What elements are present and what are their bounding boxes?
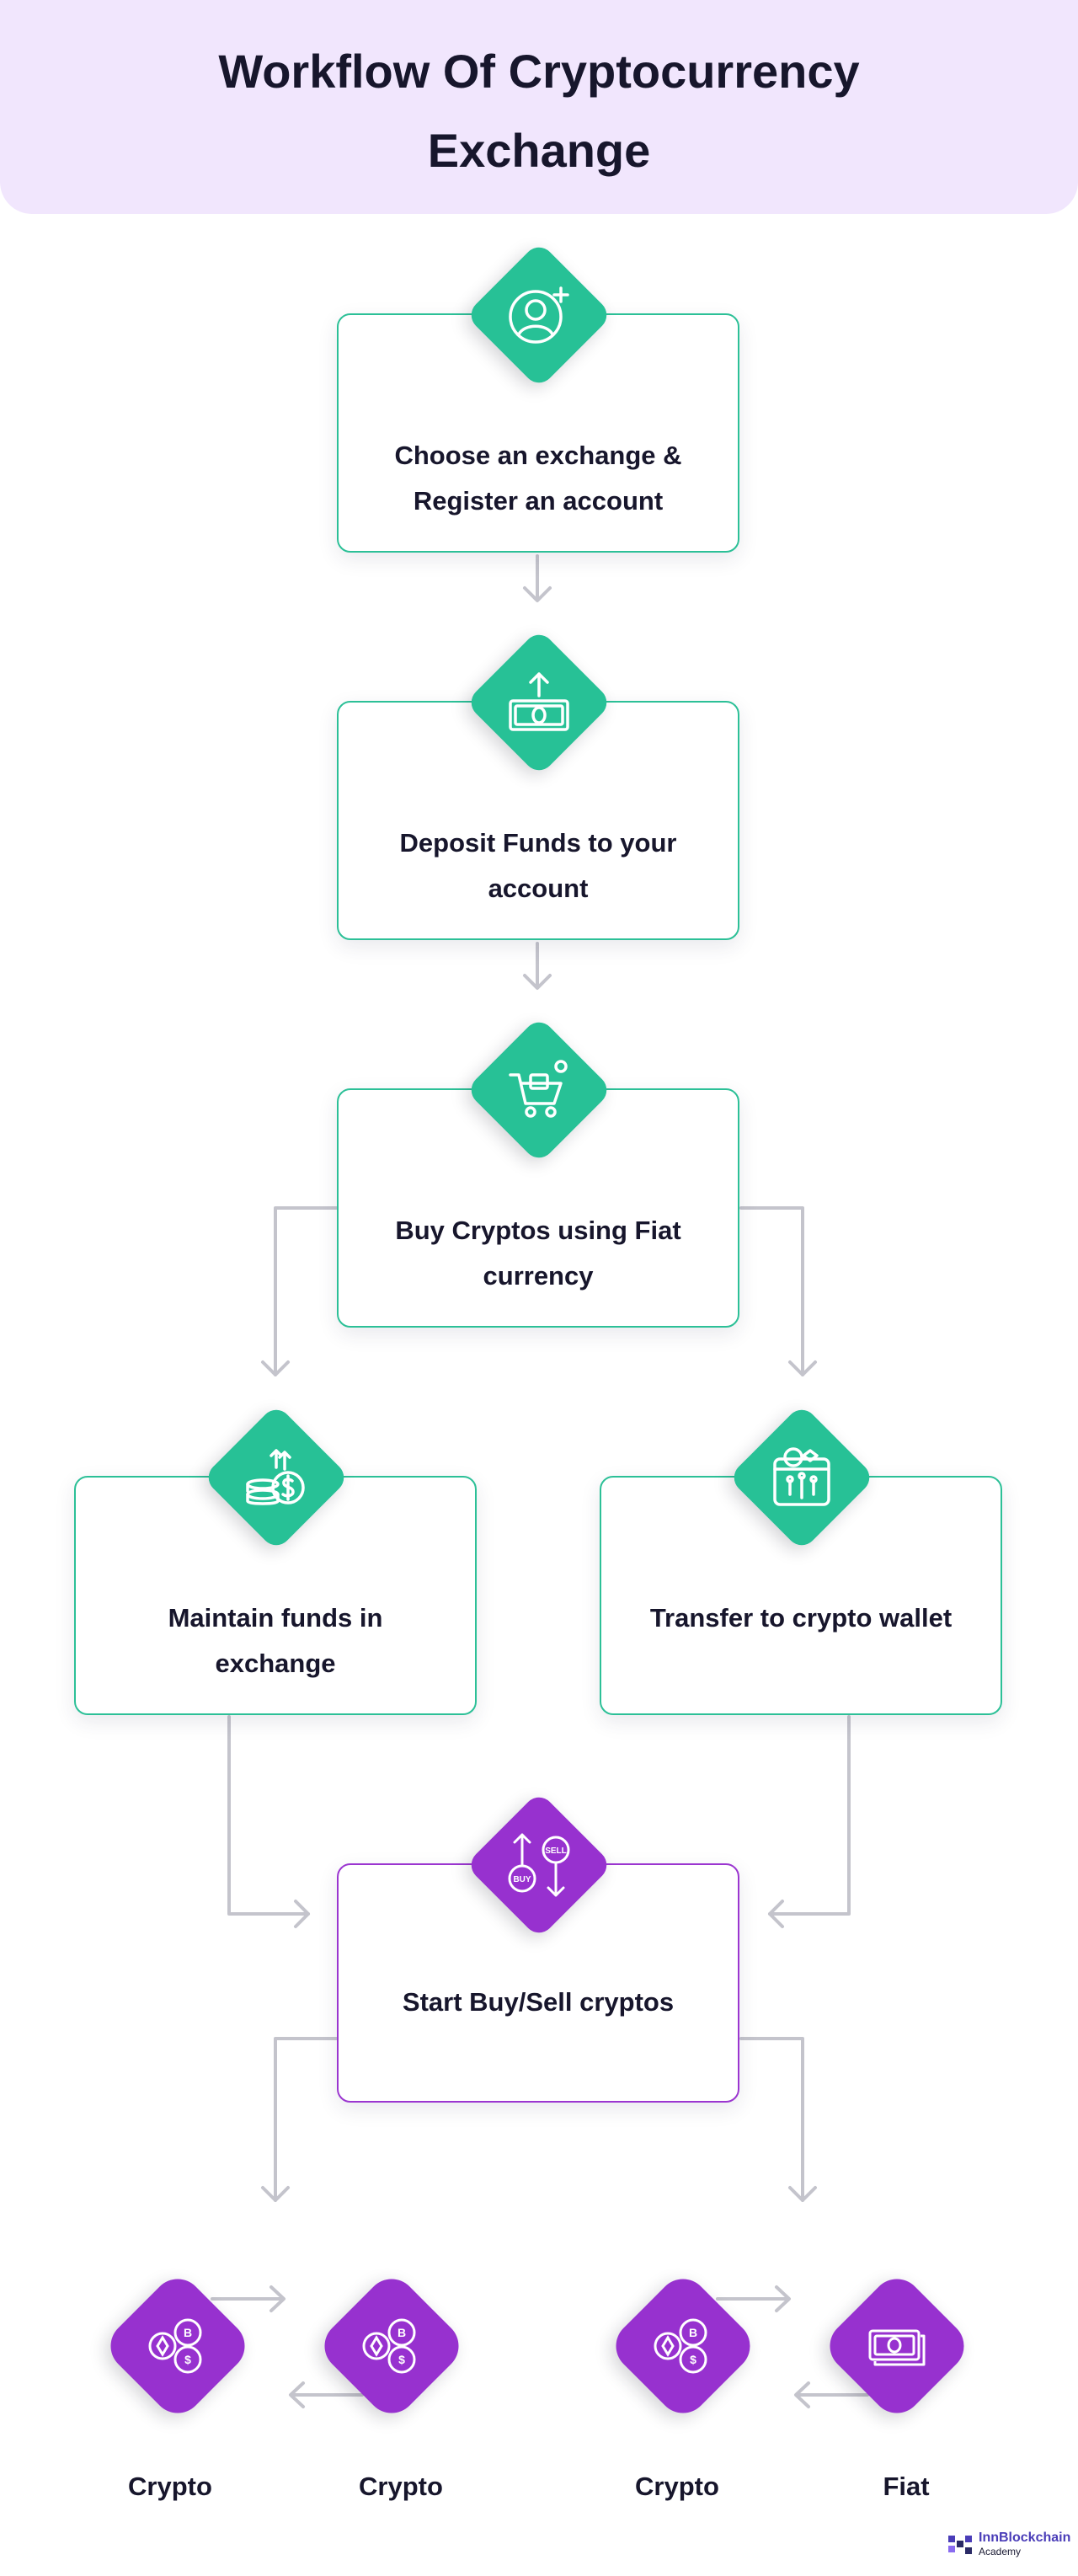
outcome-diamond-crypto-2: B $	[312, 2266, 472, 2426]
step-card-register: Choose an exchange & Register an account	[337, 313, 739, 553]
connector-4-6	[227, 1715, 310, 1916]
add-user-icon	[509, 286, 569, 344]
outcome-diamond-crypto-3: B $	[603, 2266, 763, 2426]
connector-6-left	[274, 2037, 339, 2202]
arrowhead-6-right	[788, 2186, 817, 2202]
logo-icon	[948, 2536, 972, 2554]
title-line-2: Exchange	[427, 124, 651, 177]
svg-text:BUY: BUY	[513, 1875, 531, 1884]
step-label: Deposit Funds to your account	[399, 828, 677, 903]
arrowhead-3-5	[788, 1360, 817, 1376]
step-diamond-buy-sell: BUY SELL	[462, 1788, 616, 1943]
coins-stack-icon	[246, 1449, 305, 1505]
step-diamond-deposit	[462, 625, 616, 780]
crypto-coins-icon: B $	[362, 2318, 416, 2374]
arrowhead-6-left	[261, 2186, 290, 2202]
logo-name: InnBlockchain	[979, 2531, 1071, 2545]
shopping-cart-icon	[509, 1060, 568, 1118]
header-banner	[0, 0, 1078, 214]
buy-sell-icon: BUY SELL	[508, 1833, 570, 1897]
arrowhead-3-4	[261, 1360, 290, 1376]
svg-text:SELL: SELL	[545, 1846, 567, 1856]
step-label: Choose an exchange & Register an account	[394, 441, 682, 516]
svg-text:$: $	[690, 2353, 696, 2366]
step-label: Maintain funds in exchange	[168, 1603, 383, 1678]
step-label: Transfer to crypto wallet	[649, 1603, 953, 1633]
outcome-label-crypto-2: Crypto	[359, 2472, 443, 2501]
step-label: Start Buy/Sell cryptos	[402, 1987, 675, 2017]
brand-logo: InnBlockchain Academy	[947, 2529, 1073, 2563]
connector-5-6	[768, 1715, 851, 1916]
crypto-wallet-icon	[773, 1447, 830, 1506]
step-diamond-buy	[462, 1013, 616, 1168]
outcome-label-crypto-1: Crypto	[128, 2472, 212, 2501]
deposit-money-icon	[509, 672, 569, 731]
connector-3-4	[274, 1206, 339, 1376]
svg-text:$: $	[398, 2353, 405, 2366]
step-diamond-register	[462, 238, 616, 393]
svg-text:B: B	[184, 2326, 192, 2339]
outcome-diamond-crypto-1: B $	[98, 2266, 258, 2426]
step-diamond-maintain	[199, 1400, 354, 1555]
outcome-label-fiat: Fiat	[883, 2472, 930, 2501]
crypto-coins-icon: B $	[654, 2318, 707, 2374]
step-label: Buy Cryptos using Fiat currency	[395, 1216, 681, 1291]
outcome-label-crypto-3: Crypto	[635, 2472, 719, 2501]
step-diamond-transfer	[724, 1400, 879, 1555]
connector-3-5	[739, 1206, 804, 1376]
connector-6-right	[739, 2037, 804, 2202]
crypto-coins-icon: B $	[148, 2318, 202, 2374]
title-line-1: Workflow Of Cryptocurrency	[218, 45, 860, 98]
logo-sub: Academy	[979, 2546, 1022, 2557]
svg-text:$: $	[184, 2353, 191, 2366]
outcome-diamond-fiat	[817, 2266, 977, 2426]
banknote-icon	[868, 2329, 926, 2366]
arrowhead-1-2	[523, 586, 552, 602]
arrowhead-2-3	[523, 974, 552, 990]
page-title: Workflow Of Cryptocurrency Exchange	[0, 32, 1078, 190]
arrowhead-5-6	[768, 1900, 784, 1928]
arrowhead-4-6	[294, 1900, 310, 1928]
svg-text:B: B	[689, 2326, 697, 2339]
svg-text:B: B	[398, 2326, 406, 2339]
